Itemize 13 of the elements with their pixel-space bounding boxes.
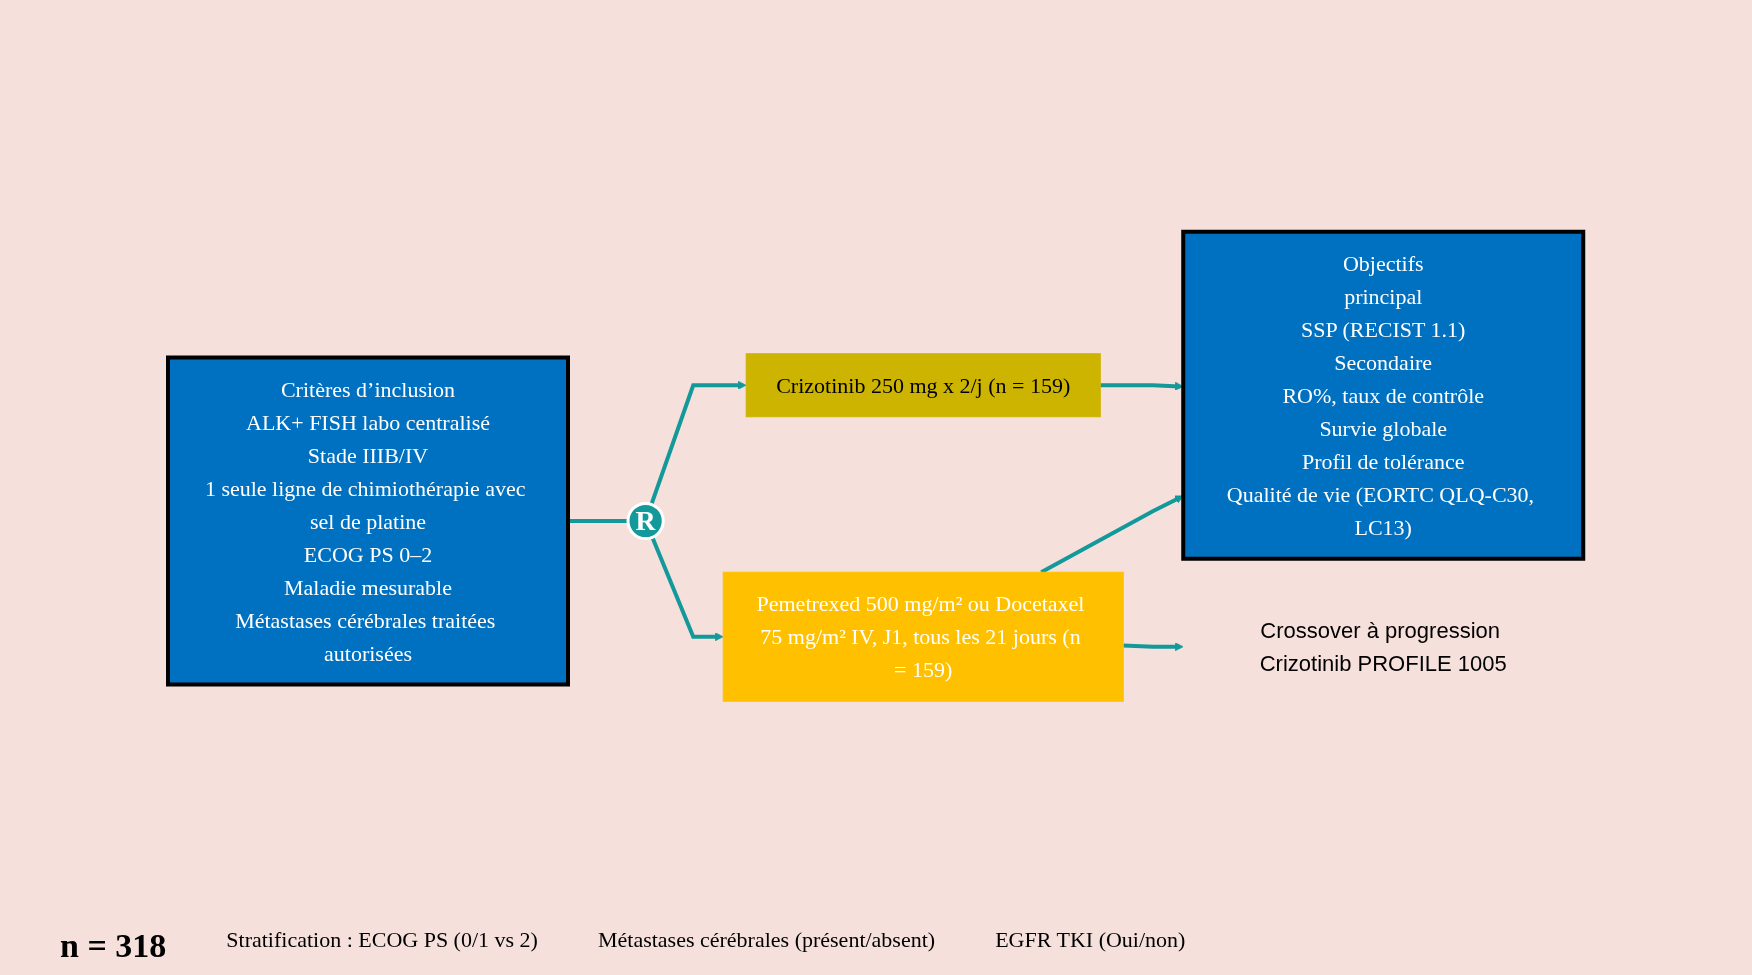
arrow	[649, 380, 747, 506]
node-box: Critères d’inclusion ALK+ FISH labo centralisé Stade IIIB/IV 1 seule ligne de chimiothérapie avec sel de platine ECOG PS 0–2 Maladie mesurable Métastases cérébrales traitées autorisées	[166, 355, 571, 687]
note-text: Métastases cérébrales (présent/absent)	[597, 927, 936, 953]
node-box: Pemetrexed 500 mg/m² ou Docetaxel 75 mg/m² IV, J1, tous les 21 jours (n = 159)	[723, 571, 1125, 702]
arrow	[1123, 642, 1184, 652]
node-circle: R	[626, 501, 666, 541]
node-text: Crossover à progression Crizotinib PROFILE 1005	[1260, 617, 1508, 676]
node-box: Objectifs principal SSP (RECIST 1.1) Secondaire RO%, taux de contrôle Survie globale Profil de tolérance Qualité de vie (EORTC QLQ-C30, LC13)	[1181, 229, 1586, 561]
node-box: Crizotinib 250 mg x 2/j (n = 159)	[746, 353, 1102, 418]
sample-size-label: n = 318	[60, 927, 167, 965]
note-text: EGFR TKI (Oui/non)	[995, 927, 1186, 953]
note-text: Stratification : ECOG PS (0/1 vs 2)	[226, 927, 538, 953]
arrow	[650, 536, 724, 642]
